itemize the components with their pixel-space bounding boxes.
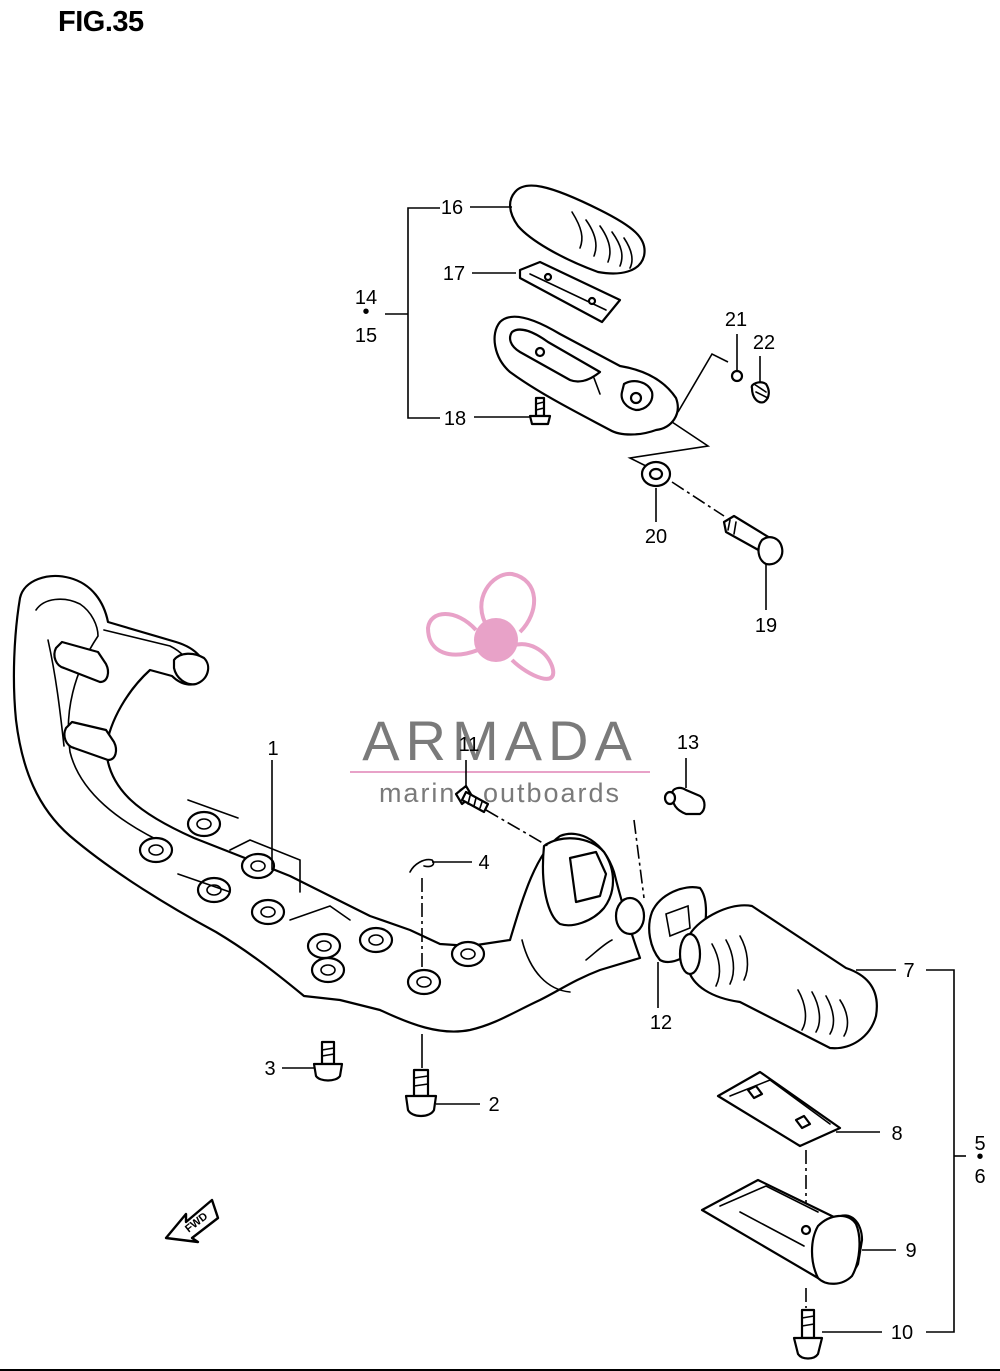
watermark-logo: ARMADA marine outboards <box>350 571 650 808</box>
callout-2: 2 <box>488 1094 499 1116</box>
part-19-pivot-bolt <box>722 514 784 566</box>
part-8-plate <box>716 1070 842 1148</box>
part-16-rubber-grip <box>509 184 646 275</box>
part-22-spring <box>750 381 770 404</box>
callout-3: 3 <box>264 1058 275 1080</box>
fwd-direction-badge: FWD <box>164 1198 220 1244</box>
callout-21: 21 <box>725 309 747 331</box>
part-7-rubber-footpeg <box>678 904 878 1050</box>
part-17-plate <box>518 260 622 324</box>
part-1-main-frame <box>12 574 646 1033</box>
callout-5: 5 <box>974 1133 985 1155</box>
callout-10: 10 <box>891 1322 913 1344</box>
arrow-left-icon <box>164 1198 220 1244</box>
callout-8: 8 <box>891 1123 902 1145</box>
callout-18: 18 <box>444 408 466 430</box>
bracket-5-6 <box>926 969 955 1333</box>
callout-9: 9 <box>905 1240 916 1262</box>
part-21-ball <box>730 369 744 383</box>
part-2-bolt <box>404 1068 438 1118</box>
callout-7: 7 <box>903 960 914 982</box>
watermark-brand: ARMADA <box>362 709 638 772</box>
propeller-icon <box>425 571 556 681</box>
callout-22: 22 <box>753 332 775 354</box>
separator-5-6: • <box>976 1146 983 1168</box>
callout-17: 17 <box>443 263 465 285</box>
part-4-clip <box>409 858 435 873</box>
callout-16: 16 <box>441 197 463 219</box>
part-9-footpeg-body <box>700 1178 864 1285</box>
part-3-bolt <box>312 1040 344 1082</box>
separator-14-15: • <box>362 301 369 323</box>
bracket-14-15 <box>407 207 440 419</box>
callout-12: 12 <box>650 1012 672 1034</box>
callout-20: 20 <box>645 526 667 548</box>
figure-title: FIG.35 <box>58 6 144 38</box>
callout-14: 14 <box>355 287 377 309</box>
part-11-bolt <box>454 784 490 814</box>
callout-1: 1 <box>267 738 278 760</box>
callout-13: 13 <box>677 732 699 754</box>
part-footpeg-bracket-upper <box>493 315 679 436</box>
watermark-tagline: marine outboards <box>379 778 621 808</box>
callout-19: 19 <box>755 615 777 637</box>
callout-labels: 1 2 3 4 5 • 6 7 8 9 10 11 12 13 14 • 15 … <box>264 197 985 1344</box>
part-18-screw <box>528 396 552 426</box>
callout-11: 11 <box>459 734 480 756</box>
part-20-washer <box>640 460 672 488</box>
callout-15: 15 <box>355 325 377 347</box>
part-13-cap <box>663 786 706 816</box>
part-10-screw <box>792 1308 824 1360</box>
callout-4: 4 <box>478 852 489 874</box>
callout-6: 6 <box>974 1166 985 1188</box>
